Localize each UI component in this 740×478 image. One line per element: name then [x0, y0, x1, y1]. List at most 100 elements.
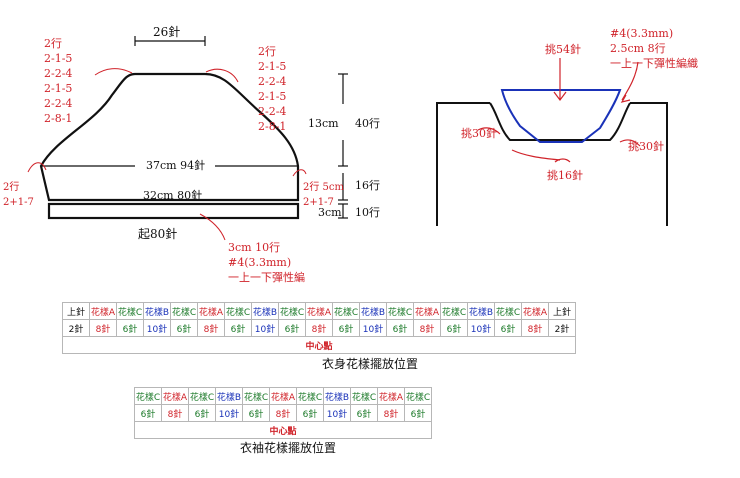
pick-left-label: 挑30針 — [461, 127, 497, 140]
pick-right-label: 挑30針 — [628, 140, 664, 153]
chart-cell-count: 10針 — [143, 319, 171, 337]
rib-rows-label: 10行 — [355, 206, 380, 219]
chart-cell-count: 6針 — [188, 404, 216, 422]
neck-note: #4(3.3mm) 2.5cm 8行 一上一下彈性編織 — [610, 26, 698, 71]
left-shaping-3: 2-1-5 — [44, 82, 73, 95]
body-leaders — [27, 68, 307, 241]
chart-cell-count: 6針 — [404, 404, 432, 422]
chart-cell-count: 6針 — [134, 404, 162, 422]
left-shaping-4: 2-2-4 — [44, 97, 73, 110]
side-left: 2行 2+1-7 — [3, 180, 34, 210]
left-shaping-1: 2-1-5 — [44, 52, 73, 65]
right-shaping-2: 2-2-4 — [258, 75, 287, 88]
chart-cell-pattern: 花樣C — [242, 387, 270, 405]
side-right-1: 2+1-7 — [303, 197, 334, 208]
chart-cell-pattern: 上針 — [62, 302, 90, 320]
right-shaping-5: 2-8-1 — [258, 120, 287, 133]
chart-cell-pattern: 花樣B — [467, 302, 495, 320]
yoke-height-label: 13cm — [308, 117, 339, 130]
chart-cell-count: 10針 — [215, 404, 243, 422]
neck-note-0: #4(3.3mm) — [610, 27, 674, 40]
chart-cell-pattern: 花樣C — [134, 387, 162, 405]
body-chart-center-row: 中心點 — [62, 336, 576, 354]
center-label: 中心點 — [134, 421, 432, 439]
right-shaping-4: 2-2-4 — [258, 105, 287, 118]
chart-cell-pattern: 花樣C — [332, 302, 360, 320]
rib-note-1: #4(3.3mm) — [228, 256, 292, 269]
chart-cell-count: 6針 — [440, 319, 468, 337]
right-shaping-0: 2行 — [258, 45, 276, 58]
chart-cell-pattern: 花樣C — [116, 302, 144, 320]
right-shaping-1: 2-1-5 — [258, 60, 287, 73]
measure-lines — [41, 36, 348, 219]
chart-cell-count: 8針 — [377, 404, 405, 422]
mid-width-label: 32cm 80針 — [143, 189, 203, 202]
side-left-0: 2行 — [3, 182, 20, 193]
chart-cell-count: 8針 — [161, 404, 189, 422]
sleeve-chart-center-row: 中心點 — [134, 421, 432, 439]
top-width-label: 26針 — [153, 25, 181, 39]
chart-cell-pattern: 花樣A — [197, 302, 225, 320]
chart-cell-count: 6針 — [296, 404, 324, 422]
neck-note-2: 一上一下彈性編織 — [610, 57, 698, 70]
chart-cell-count: 6針 — [386, 319, 414, 337]
chart-cell-count: 8針 — [89, 319, 117, 337]
chart-cell-count: 10針 — [467, 319, 495, 337]
left-shaping-2: 2-2-4 — [44, 67, 73, 80]
side-right-0: 2行 5cm — [303, 182, 344, 193]
chart-cell-pattern: 花樣B — [215, 387, 243, 405]
yoke-rows-label: 40行 — [355, 117, 380, 130]
chart-cell-count: 10針 — [359, 319, 387, 337]
chart-cell-count: 8針 — [197, 319, 225, 337]
chart-cell-pattern: 花樣C — [278, 302, 306, 320]
chart-cell-count: 6針 — [116, 319, 144, 337]
chart-cell-pattern: 花樣A — [305, 302, 333, 320]
chart-cell-count: 6針 — [494, 319, 522, 337]
pick-center-label: 挑54針 — [545, 43, 581, 56]
rib-note-0: 3cm 10行 — [228, 241, 281, 254]
chart-cell-count: 2針 — [548, 319, 576, 337]
left-shaping: 2行 2-1-5 2-2-4 2-1-5 2-2-4 2-8-1 — [44, 36, 72, 126]
body-outline — [39, 72, 300, 220]
rib-note-2: 一上一下彈性編 — [228, 271, 305, 284]
chart-cell-pattern: 花樣C — [386, 302, 414, 320]
right-shaping: 2行 2-1-5 2-2-4 2-1-5 2-2-4 2-8-1 — [258, 44, 286, 134]
side-left-1: 2+1-7 — [3, 197, 34, 208]
chart-cell-pattern: 花樣B — [143, 302, 171, 320]
center-label: 中心點 — [62, 336, 576, 354]
chart-cell-count: 8針 — [413, 319, 441, 337]
chart-cell-pattern: 花樣A — [413, 302, 441, 320]
cast-on-label: 起80針 — [138, 227, 178, 241]
side-rows-label: 16行 — [355, 179, 380, 192]
chart-cell-count: 6針 — [332, 319, 360, 337]
chart-cell-pattern: 花樣A — [377, 387, 405, 405]
chart-cell-count: 6針 — [350, 404, 378, 422]
left-shaping-0: 2行 — [44, 37, 62, 50]
body-chart-caption: 衣身花樣擺放位置 — [321, 357, 418, 371]
chart-cell-count: 2針 — [62, 319, 90, 337]
neck-leaders — [477, 58, 641, 163]
left-shaping-5: 2-8-1 — [44, 112, 73, 125]
chart-cell-pattern: 花樣C — [296, 387, 324, 405]
rib-height-label: 3cm — [318, 206, 342, 219]
chart-cell-pattern: 花樣C — [224, 302, 252, 320]
chart-cell-pattern: 花樣A — [161, 387, 189, 405]
chart-cell-pattern: 花樣B — [359, 302, 387, 320]
rib-note: 3cm 10行 #4(3.3mm) 一上一下彈性編 — [228, 240, 305, 285]
chart-cell-pattern: 花樣C — [440, 302, 468, 320]
chart-cell-pattern: 花樣B — [323, 387, 351, 405]
chart-cell-pattern: 花樣C — [494, 302, 522, 320]
chart-cell-count: 6針 — [278, 319, 306, 337]
chart-cell-count: 10針 — [251, 319, 279, 337]
chart-cell-pattern: 花樣C — [170, 302, 198, 320]
chart-cell-pattern: 花樣A — [521, 302, 549, 320]
chart-cell-pattern: 上針 — [548, 302, 576, 320]
chart-cell-count: 6針 — [170, 319, 198, 337]
neck-note-1: 2.5cm 8行 — [610, 42, 666, 55]
side-right: 2行 5cm 2+1-7 — [303, 180, 344, 210]
